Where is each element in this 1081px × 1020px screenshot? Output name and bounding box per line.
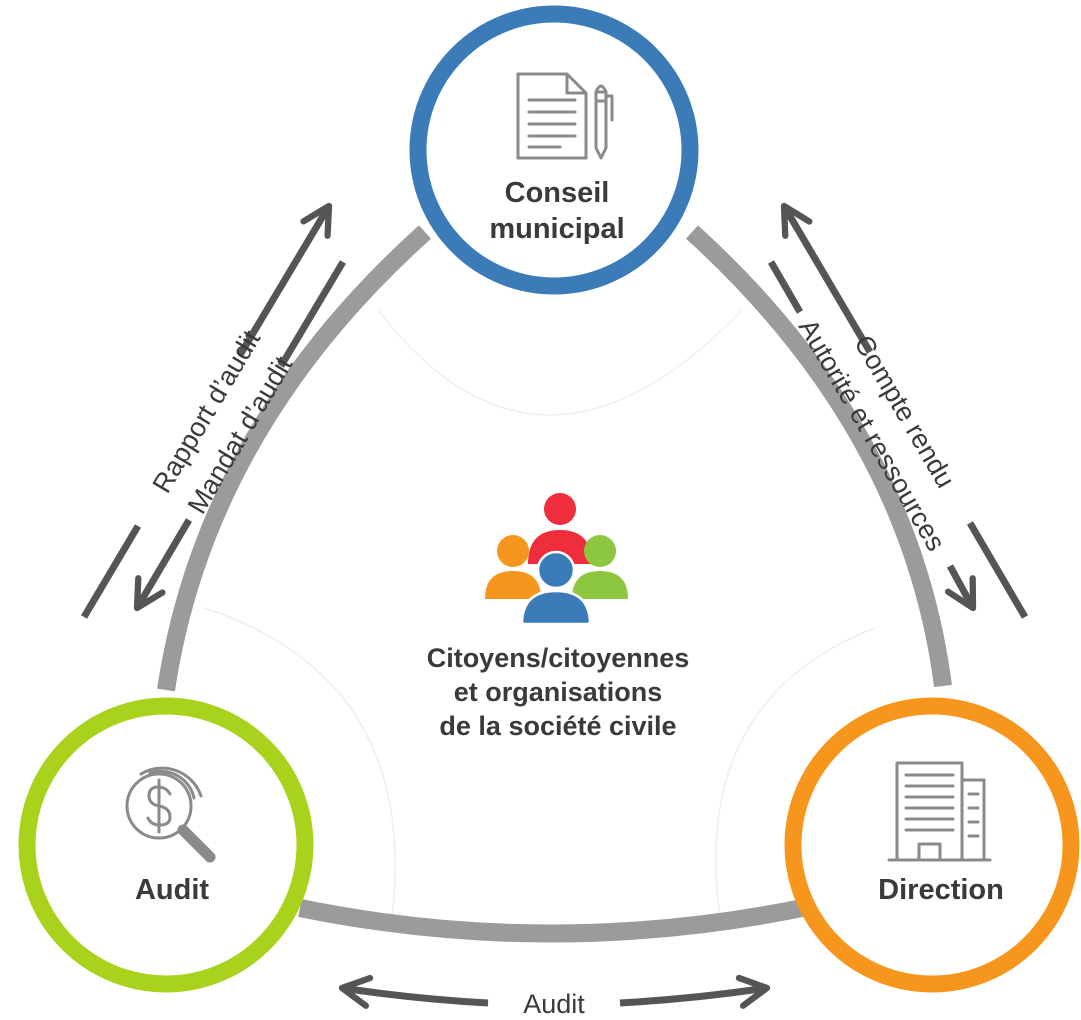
citizens-group-icon (485, 493, 628, 626)
edge-top-right (685, 225, 952, 688)
background-arcs (204, 309, 876, 919)
person-orange-head (497, 535, 529, 567)
person-green-head (584, 535, 616, 567)
person-blue-body (520, 589, 592, 626)
center-label-line3: de la société civile (439, 711, 676, 741)
edge-top-left (157, 225, 432, 692)
node-conseil-label-line2: municipal (489, 213, 624, 245)
center-label-line1: Citoyens/citoyennes (427, 643, 690, 673)
connection-triangle (157, 225, 952, 943)
arrow-rapport-seg-b (236, 202, 333, 357)
arrows-bottom (338, 974, 771, 1009)
center-label-line2: et organisations (454, 677, 663, 707)
person-red-head (544, 493, 576, 525)
label-audit-bottom: Audit (523, 989, 585, 1019)
person-blue-head (536, 550, 576, 590)
arrow-mandat-seg-a (277, 260, 347, 368)
arrow-compte-seg-b (780, 202, 874, 354)
arrow-audit-left (338, 974, 489, 1009)
node-audit-label: Audit (135, 874, 209, 906)
arrows-left (80, 202, 347, 619)
arrow-audit-right (619, 974, 771, 1009)
person-orange-body (485, 571, 541, 599)
arrow-mandat-seg-b (133, 518, 193, 612)
arrow-autorite-seg-a (767, 260, 804, 314)
node-audit-circle (18, 697, 314, 993)
building-icon (887, 761, 992, 862)
node-conseil-municipal-circle (409, 5, 699, 295)
arrow-autorite-seg-b (944, 564, 977, 612)
dollar-magnifier-icon (125, 766, 216, 863)
arrow-compte-seg-a (966, 521, 1029, 619)
edge-bottom (298, 897, 814, 943)
person-green-body (572, 571, 628, 599)
arrow-rapport-seg-a (80, 524, 142, 619)
node-direction-label: Direction (878, 874, 1004, 906)
node-conseil-label-line1: Conseil (505, 177, 610, 209)
document-pen-icon (516, 72, 614, 160)
arrows-right (767, 202, 1029, 619)
